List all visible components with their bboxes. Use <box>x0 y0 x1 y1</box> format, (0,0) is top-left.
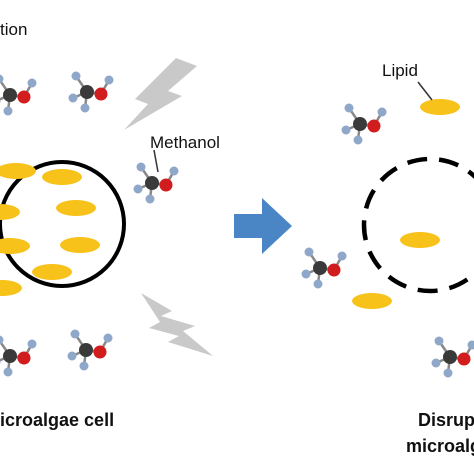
methanol-label: Methanol <box>150 133 220 152</box>
methanol-molecule-icon <box>0 334 38 378</box>
methanol-pointer <box>153 149 159 173</box>
methanol-molecule-icon <box>66 328 114 372</box>
methanol-molecule-icon <box>0 73 38 117</box>
microalgae-cell-caption: icroalgae cell <box>0 410 115 430</box>
lipid-droplet <box>56 200 96 216</box>
lipid-droplet <box>352 293 392 309</box>
disrupted-caption-line1: Disrup <box>418 410 474 430</box>
methanol-molecule-icon <box>67 70 115 114</box>
process-arrow-icon <box>234 198 292 254</box>
lipid-droplet <box>32 264 72 280</box>
lightning-bolt-icon <box>141 293 213 356</box>
lipid-label: Lipid <box>382 61 418 80</box>
disrupted-cell-outline <box>361 156 474 294</box>
lightning-bolt-icon <box>124 58 197 130</box>
methanol-molecule-icon <box>132 161 180 205</box>
lipid-droplet <box>42 169 82 185</box>
lipid-droplet <box>0 280 22 296</box>
methanol-molecule-icon <box>430 335 474 379</box>
methanol-molecule-icon <box>340 102 388 146</box>
lipid-droplet <box>420 99 460 115</box>
disrupted-caption-line2: microalg <box>406 436 474 456</box>
microalgae-cell-outline <box>0 160 126 288</box>
lipid-droplet <box>400 232 440 248</box>
lipid-droplet <box>60 237 100 253</box>
lipid-pointer <box>417 81 433 101</box>
methanol-molecule-icon <box>300 246 348 290</box>
lipid-droplet <box>0 163 36 179</box>
lipid-droplet <box>0 238 30 254</box>
top-left-label: tion <box>0 20 28 39</box>
lipid-droplet <box>0 204 20 220</box>
